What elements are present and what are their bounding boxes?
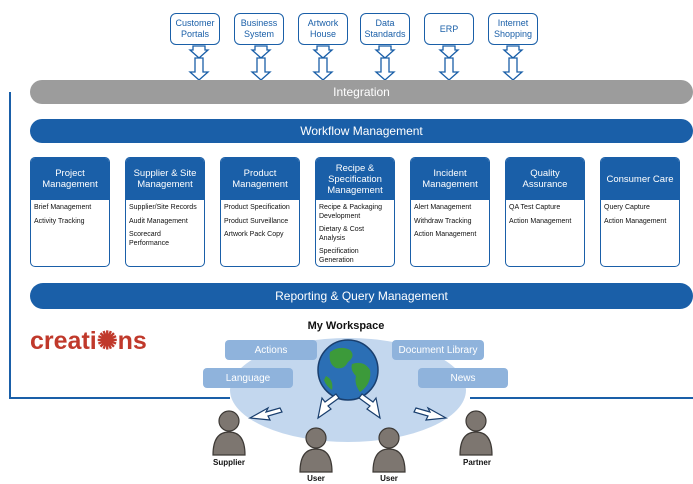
reporting-bar: Reporting & Query Management [30,283,693,309]
module-card-quality: Quality Assurance QA Test Capture Action… [505,157,585,267]
module-item: Recipe & Packaging Development [319,204,383,220]
integration-bar: Integration [30,80,693,104]
module-item: Supplier/Site Records [129,204,197,211]
source-internet-shopping: Internet Shopping [488,13,538,45]
module-title: Project Management [31,158,109,200]
module-item: Query Capture [604,204,650,211]
module-item: Action Management [414,231,477,238]
module-item: Alert Management [414,204,472,211]
module-item: Audit Management [129,217,188,225]
module-card-consumer: Consumer Care Query Capture Action Manag… [600,157,680,267]
integration-arrows [188,45,524,81]
workspace-title: My Workspace [307,320,385,332]
module-title: Quality Assurance [506,158,584,200]
user-left-person-icon [299,427,333,473]
module-card-recipe: Recipe & Specification Management Recipe… [315,157,395,267]
module-item: Brief Management [34,204,92,211]
supplier-person-icon [212,410,246,456]
source-artwork-house: Artwork House [298,13,348,45]
module-title: Recipe & Specification Management [316,158,394,200]
module-card-product: Product Management Product Specification… [220,157,300,267]
module-card-supplier: Supplier & Site Management Supplier/Site… [125,157,205,267]
user-left-label: User [307,474,325,483]
workspace-document-library[interactable]: Document Library [392,340,484,360]
partner-label: Partner [462,458,491,467]
source-data-standards: Data Standards [360,13,410,45]
integration-label: Integration [333,85,390,99]
module-item: Action Management [604,217,667,225]
module-item: Product Surveillance [224,217,289,225]
module-item: Activity Tracking [34,217,85,225]
module-item: Product Specification [224,204,290,211]
partner-person-icon [459,410,493,456]
user-right-label: User [380,474,398,483]
source-customer-portals: Customer Portals [170,13,220,45]
module-item: Dietary & Cost Analysis [319,226,365,242]
module-item: QA Test Capture [509,204,561,211]
module-title: Supplier & Site Management [126,158,204,200]
module-item: Scorecard Performance [129,231,170,247]
workspace-language[interactable]: Language [203,368,293,388]
module-card-project: Project Management Brief Management Acti… [30,157,110,267]
module-title: Product Management [221,158,299,200]
globe-icon [317,339,379,401]
workflow-bar: Workflow Management [30,119,693,143]
module-title: Incident Management [411,158,489,200]
module-item: Specification Generation [319,248,359,264]
workspace-news[interactable]: News [418,368,508,388]
workspace-actions[interactable]: Actions [225,340,317,360]
user-right-person-icon [372,427,406,473]
workflow-label: Workflow Management [300,124,423,138]
source-erp: ERP [424,13,474,45]
module-title: Consumer Care [601,158,679,200]
reporting-label: Reporting & Query Management [275,289,448,303]
creations-logo: creati✺ns [30,327,147,355]
supplier-label: Supplier [212,458,245,467]
user-arrows [248,393,448,421]
module-card-incident: Incident Management Alert Management Wit… [410,157,490,267]
module-item: Action Management [509,217,572,225]
module-item: Artwork Pack Copy [224,231,284,238]
source-business-system: Business System [234,13,284,45]
module-item: Withdraw Tracking [414,217,472,225]
